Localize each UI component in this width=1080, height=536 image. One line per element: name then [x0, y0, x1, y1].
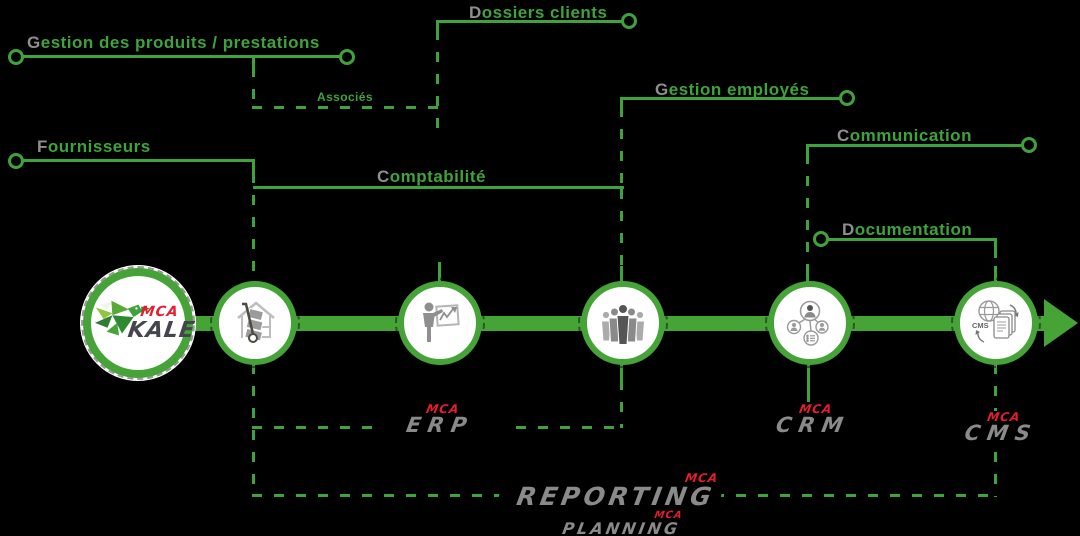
connector — [806, 144, 809, 154]
node-stub — [620, 266, 623, 282]
connector — [994, 238, 997, 248]
line-endpoint-circle — [813, 231, 829, 247]
line-associes-dashed — [252, 106, 438, 109]
line-dossiers-clients — [437, 20, 627, 23]
node-stub — [807, 362, 810, 402]
line-gestion-produits — [16, 55, 347, 58]
connector-dashed — [994, 248, 997, 266]
people-group-icon — [600, 304, 646, 345]
line-documentation — [827, 238, 997, 241]
timeline-node-employees — [578, 278, 668, 368]
presenter-chart-icon — [423, 302, 460, 342]
hand-truck-icon — [237, 301, 275, 343]
globe-documents-icon: CMS — [972, 300, 1019, 343]
timeline-node-crm — [765, 278, 855, 368]
line-comptabilite — [253, 186, 624, 189]
connector — [436, 20, 439, 30]
connector — [252, 55, 255, 67]
label-fournisseurs: Fournisseurs — [37, 137, 151, 156]
line-endpoint-circle — [339, 49, 355, 65]
connector-dashed — [620, 107, 623, 186]
timeline-node-kale: MCA KALE — [81, 266, 197, 380]
label-gestion-produits: Gestion des produits / prestations — [27, 33, 320, 52]
timeline-node-erp — [395, 278, 485, 368]
erp-group-dashed-left — [252, 364, 255, 497]
connector-dashed — [252, 67, 255, 106]
connector — [252, 159, 255, 173]
contacts-network-icon — [786, 300, 829, 346]
label-communication: Communication — [837, 126, 972, 145]
label-mca-reporting: MCA REPORTING — [496, 471, 726, 511]
node-stub — [438, 262, 441, 282]
timeline-node-cms: CMS — [951, 278, 1041, 368]
label-mca-erp: MCA ERP — [372, 402, 510, 437]
label-documentation: Documentation — [842, 220, 973, 239]
kale-brand-text: MCA — [139, 304, 180, 320]
line-endpoint-circle — [621, 13, 637, 29]
timeline-arrowhead-icon — [1044, 299, 1078, 347]
line-endpoint-circle — [8, 49, 24, 65]
label-gestion-employes: Gestion employés — [655, 80, 810, 99]
connector-dashed — [436, 30, 439, 140]
connector-dashed — [620, 189, 623, 266]
kale-name-text: KALE — [126, 318, 197, 343]
timeline-node-logistics — [210, 278, 300, 368]
line-communication — [807, 144, 1025, 147]
line-endpoint-circle — [839, 90, 855, 106]
connector — [620, 97, 623, 107]
node-stub — [806, 266, 809, 282]
label-dossiers-clients: Dossiers clients — [469, 3, 608, 22]
line-fournisseurs — [16, 159, 255, 162]
connector-dashed — [806, 154, 809, 266]
node-stub — [620, 362, 623, 380]
label-mca-crm: MCA CRM — [745, 402, 883, 437]
erp-group-dashed-right — [620, 380, 623, 428]
kale-logo-text: MCA KALE — [126, 304, 197, 343]
connector-dashed — [252, 173, 255, 281]
line-gestion-employes — [621, 97, 843, 100]
line-endpoint-circle — [1021, 137, 1037, 153]
label-associes: Associés — [317, 90, 373, 104]
node-stub — [994, 266, 997, 282]
label-comptabilite: Comptabilité — [377, 167, 486, 186]
label-mca-cms: MCA CMS — [933, 410, 1071, 445]
cms-icon-text: CMS — [972, 321, 989, 330]
label-mca-planning: MCA PLANNING — [487, 510, 690, 536]
line-endpoint-circle — [8, 153, 24, 169]
kale-hummingbird-icon — [95, 300, 150, 336]
